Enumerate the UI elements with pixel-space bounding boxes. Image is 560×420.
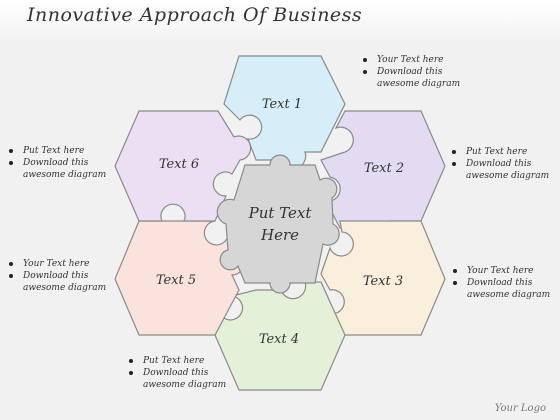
segment-5-label: Text 5 [156,273,196,288]
note-bullet: Download this [451,158,549,170]
note-left-upper: Put Text here Download this awesome diag… [8,145,106,181]
note-left-lower: Your Text here Download this awesome dia… [8,258,106,294]
segment-4-label: Text 4 [259,332,299,347]
center-label-line-1: Put Text [248,204,313,222]
center-label-line-2: Here [260,226,299,244]
note-bullet: Your Text here [362,54,460,66]
segment-2-label: Text 2 [364,161,404,176]
segment-4-hexagon [214,281,346,391]
note-bullet: Download this [8,157,106,169]
note-right-lower: Your Text here Download this awesome dia… [452,265,550,301]
note-bullet: Download this [452,277,550,289]
note-bullet: Download this [8,270,106,282]
note-bullet: Your Text here [452,265,550,277]
segment-1-hexagon [223,55,346,170]
note-right-upper: Put Text here Download this awesome diag… [451,146,549,182]
title-band [0,0,560,40]
note-bullet: Put Text here [128,355,226,367]
center-gear [216,154,340,294]
footer-logo: Your Logo [494,403,546,414]
segment-3-label: Text 3 [363,274,403,289]
note-top-right: Your Text here Download this awesome dia… [362,54,460,90]
note-bullet: Put Text here [8,145,106,157]
segment-1-label: Text 1 [262,97,302,112]
page-title: Innovative Approach Of Business [27,4,363,26]
note-bullet: Your Text here [8,258,106,270]
note-bullet: Download this [128,367,226,379]
segment-6-label: Text 6 [159,157,199,172]
note-bullet: Put Text here [451,146,549,158]
note-bottom: Put Text here Download this awesome diag… [128,355,226,391]
note-bullet: Download this [362,66,460,78]
segment-6-hexagon [114,110,252,222]
